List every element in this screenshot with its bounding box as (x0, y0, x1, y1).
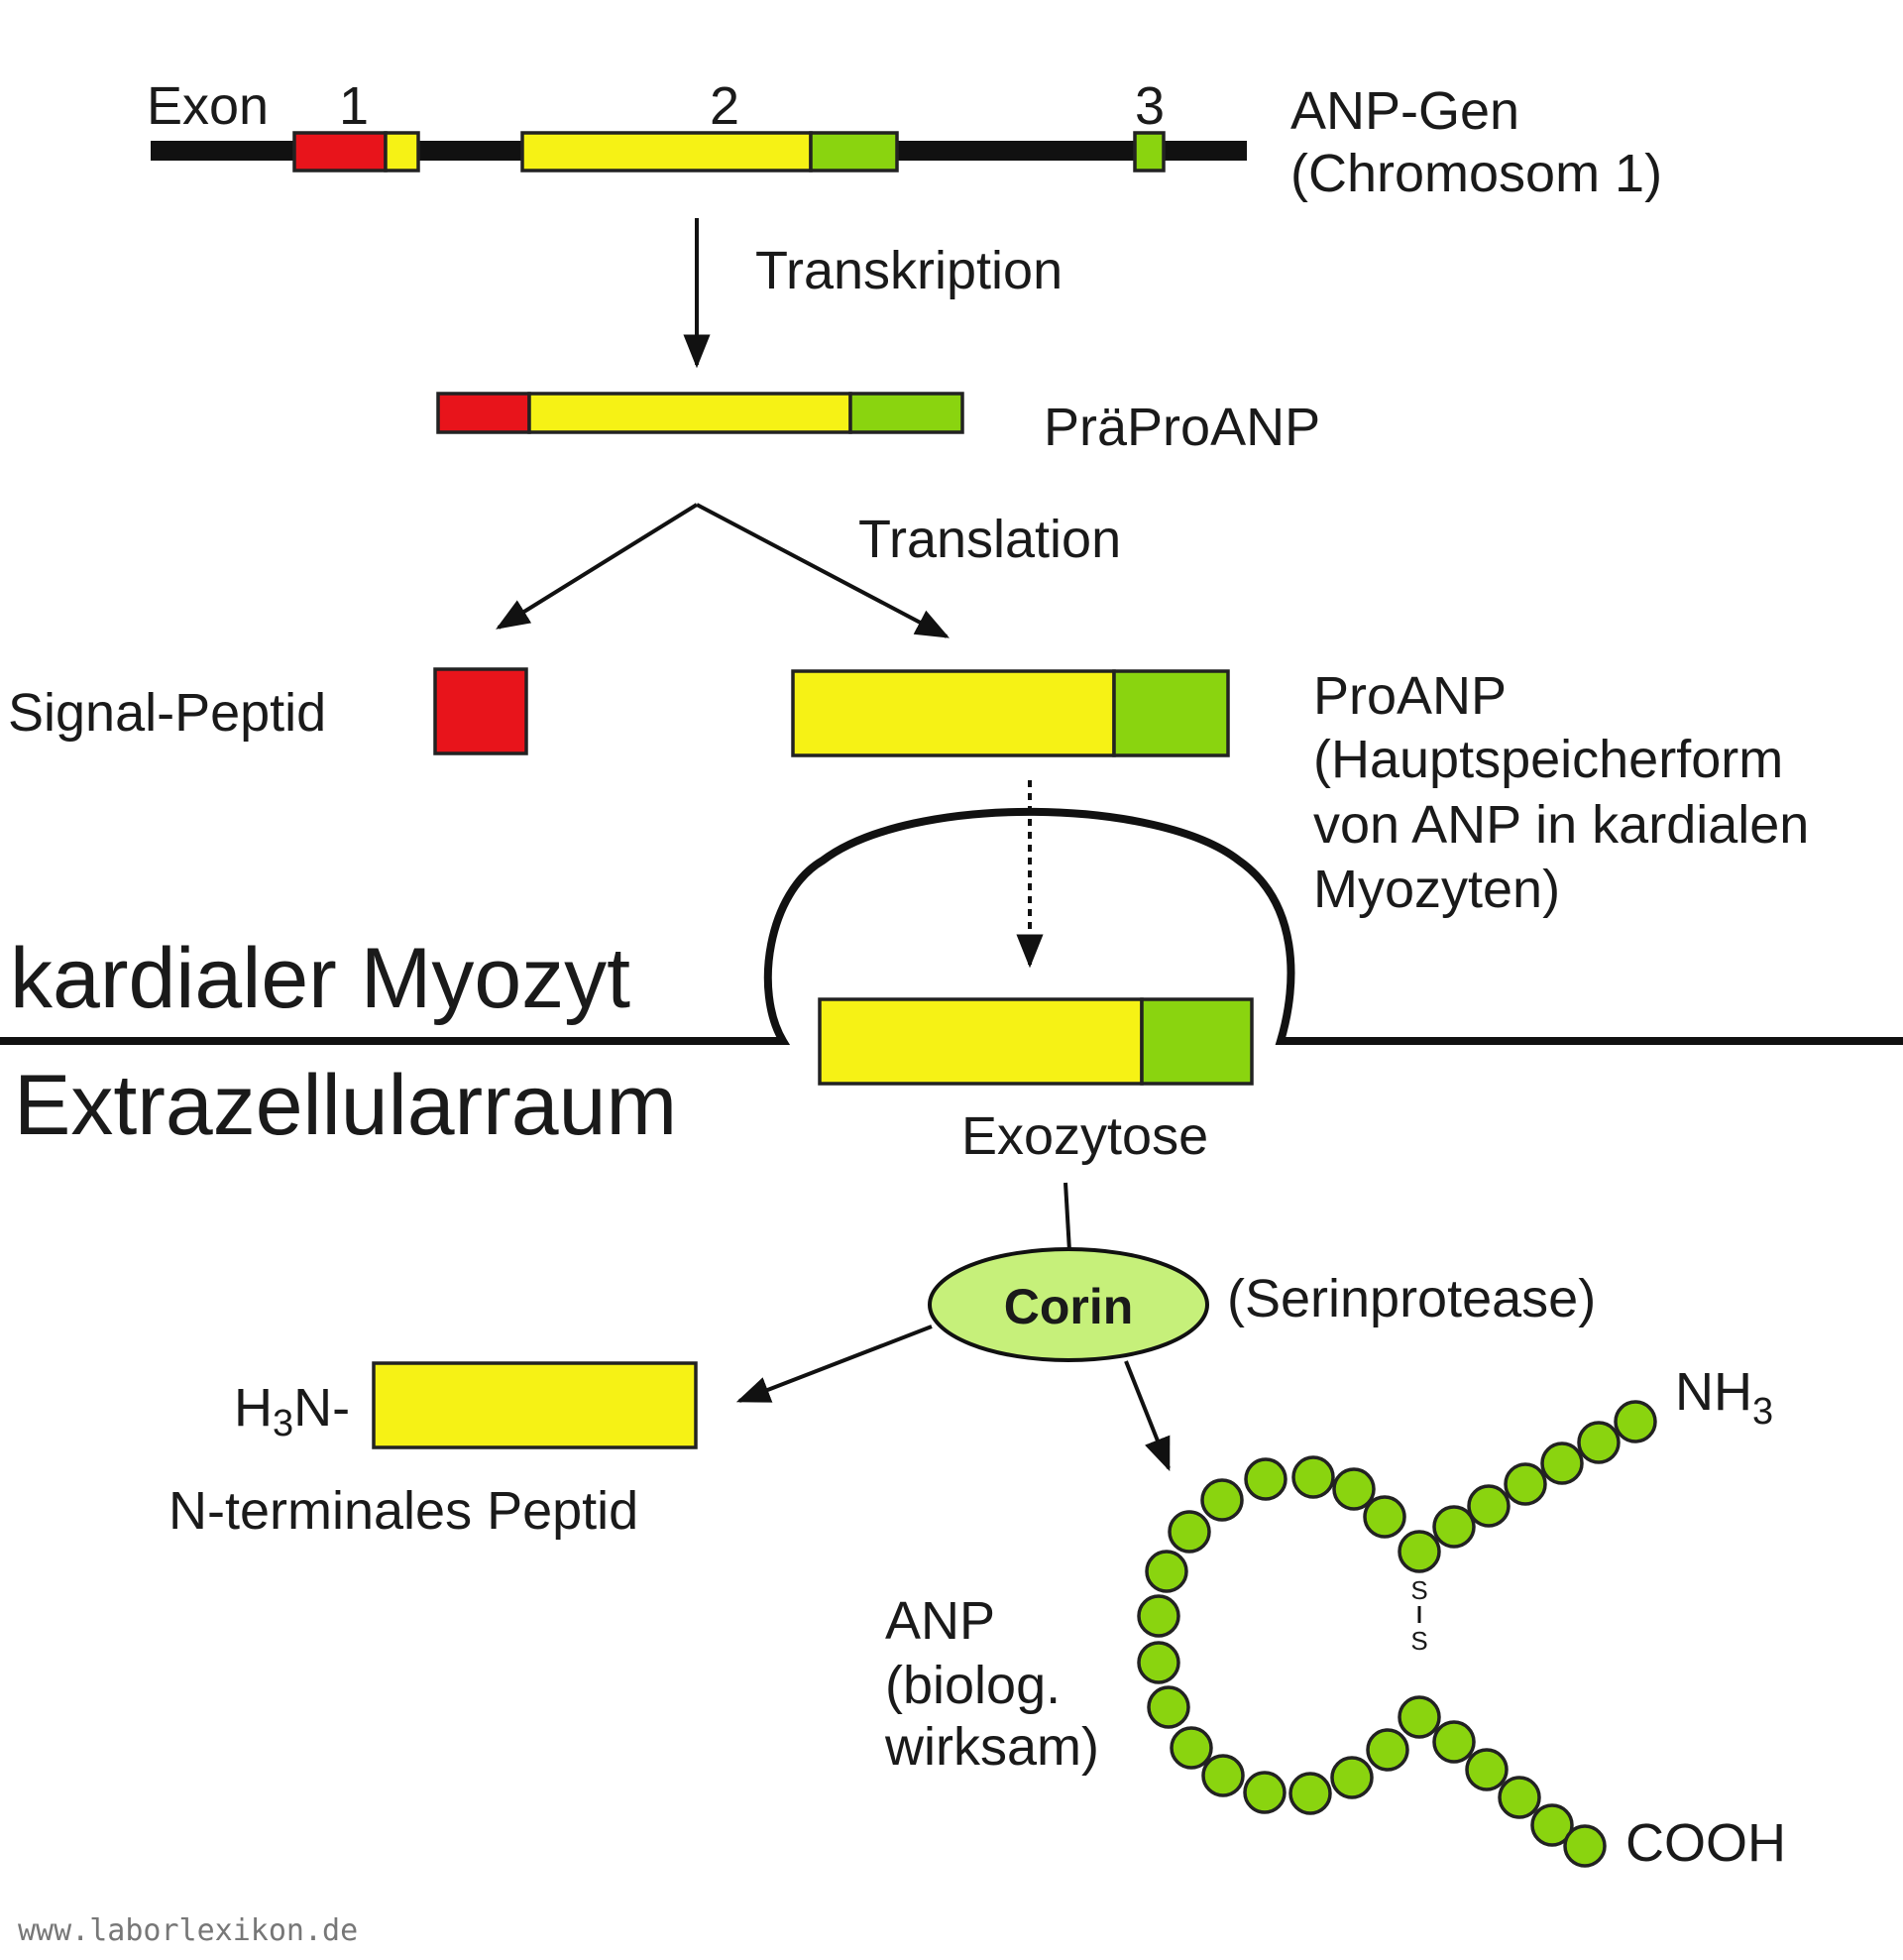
amino-acid-bead (1291, 1455, 1335, 1499)
n-terminal-peptide-block (372, 1361, 698, 1449)
exon2-yellow-segment (520, 131, 813, 173)
amino-acid-bead (1504, 1462, 1547, 1506)
anp-gene: Exon 1 2 3 ANP-Gen (Chromosom 1) (147, 76, 1662, 203)
exon1-red-segment (292, 131, 388, 173)
corin-connector (1063, 1182, 1071, 1252)
proanp-green-segment (1112, 669, 1230, 757)
secreted-proanp-green-segment (1140, 997, 1254, 1086)
preproanp-label: PräProANP (1044, 398, 1320, 457)
anp-label-line-3: wirksam) (884, 1717, 1099, 1777)
cooh-label: COOH (1625, 1813, 1786, 1873)
amino-acid-bead (1244, 1457, 1287, 1501)
anp-label-line-1: ANP (885, 1591, 995, 1651)
exon-number-2: 2 (710, 76, 739, 136)
proanp-desc-line-2: von ANP in kardialen (1313, 795, 1809, 855)
amino-acid-bead (1432, 1505, 1476, 1549)
amino-acid-bead (1465, 1748, 1509, 1791)
amino-acid-bead (1330, 1756, 1374, 1799)
nh3-label-main: NH (1675, 1362, 1752, 1422)
amino-acid-bead (1243, 1771, 1287, 1814)
preproanp-green-segment (848, 392, 964, 434)
amino-acid-bead (1398, 1695, 1441, 1739)
amino-acid-bead (1530, 1803, 1574, 1847)
proanp-block (791, 669, 1230, 757)
amino-acid-bead (1563, 1824, 1607, 1868)
preproanp-mrna (436, 392, 964, 434)
amino-acid-bead (1398, 1530, 1441, 1573)
proanp-desc-line-1: (Hauptspeicherform (1313, 730, 1783, 789)
amino-acid-bead (1137, 1594, 1180, 1638)
watermark: www.laborlexikon.de (18, 1913, 358, 1948)
amino-acid-bead (1288, 1772, 1332, 1815)
cell-membrane (0, 807, 1903, 1045)
amino-acid-bead (1170, 1726, 1213, 1770)
translation-arrow-right (696, 503, 951, 638)
amino-acid-bead (1540, 1441, 1584, 1485)
exon-label: Exon (147, 76, 269, 136)
n-terminal-peptide-label: N-terminales Peptid (168, 1481, 638, 1541)
proanp-desc-line-3: Myozyten) (1313, 860, 1560, 919)
preproanp-red-segment (436, 392, 531, 434)
amino-acid-bead (1168, 1510, 1211, 1554)
transcription-label: Transkription (755, 241, 1063, 300)
exocytosis-label: Exozytose (961, 1106, 1208, 1166)
amino-acid-bead (1577, 1421, 1621, 1464)
amino-acid-bead (1332, 1467, 1376, 1511)
amino-acid-bead (1498, 1776, 1541, 1819)
disulfide-s1: S (1410, 1575, 1427, 1605)
n-terminal-prefix-sub: 3 (273, 1403, 293, 1444)
extracellular-region-label: Extrazellularraum (14, 1058, 677, 1153)
anp-label-line-2: (biolog. (885, 1656, 1061, 1715)
corin-label: Corin (1004, 1279, 1134, 1334)
disulfide-s2: S (1410, 1626, 1427, 1656)
corin-description: (Serinprotease) (1227, 1269, 1596, 1328)
anp-peptide: S S (1137, 1400, 1657, 1868)
signal-peptide-block (433, 667, 528, 755)
amino-acid-bead (1363, 1495, 1406, 1539)
amino-acid-bead (1366, 1728, 1409, 1772)
preproanp-yellow-segment (527, 392, 852, 434)
n-terminal-prefix-h: H (234, 1378, 273, 1438)
n-terminal-prefix-n: N- (293, 1378, 350, 1438)
amino-acid-bead (1201, 1754, 1245, 1797)
cell-region-label: kardialer Myozyt (10, 931, 630, 1026)
secreted-proanp-yellow-segment (818, 997, 1144, 1086)
exon-number-1: 1 (339, 76, 369, 136)
exon1-yellow-segment (384, 131, 420, 173)
cleavage-arrow-nterminal (735, 1325, 933, 1403)
gene-title: ANP-Gen (1290, 81, 1519, 141)
exon-number-3: 3 (1135, 76, 1165, 136)
amino-acid-bead (1614, 1400, 1657, 1443)
cleavage-arrow-anp (1124, 1360, 1171, 1472)
nh3-label: NH3 (1675, 1362, 1773, 1433)
translation-label: Translation (858, 510, 1121, 569)
proanp-title: ProANP (1313, 666, 1507, 726)
nh3-label-sub: 3 (1752, 1391, 1773, 1433)
amino-acid-bead (1432, 1720, 1476, 1764)
amino-acid-bead (1137, 1641, 1180, 1684)
signal-peptide-label: Signal-Peptid (8, 683, 326, 743)
proanp-yellow-segment (791, 669, 1116, 757)
amino-acid-bead (1147, 1685, 1190, 1729)
amino-acid-bead (1467, 1484, 1511, 1528)
corin-enzyme (928, 1247, 1209, 1362)
translation-arrow-left (496, 503, 699, 630)
exon2-green-segment (809, 131, 899, 173)
amino-acid-bead (1145, 1550, 1188, 1593)
amino-acid-bead (1200, 1478, 1244, 1522)
exon3-green-segment (1133, 131, 1166, 173)
n-terminal-prefix: H3N- (234, 1378, 350, 1444)
secreted-proanp-block (818, 997, 1254, 1086)
gene-subtitle: (Chromosom 1) (1290, 144, 1662, 203)
